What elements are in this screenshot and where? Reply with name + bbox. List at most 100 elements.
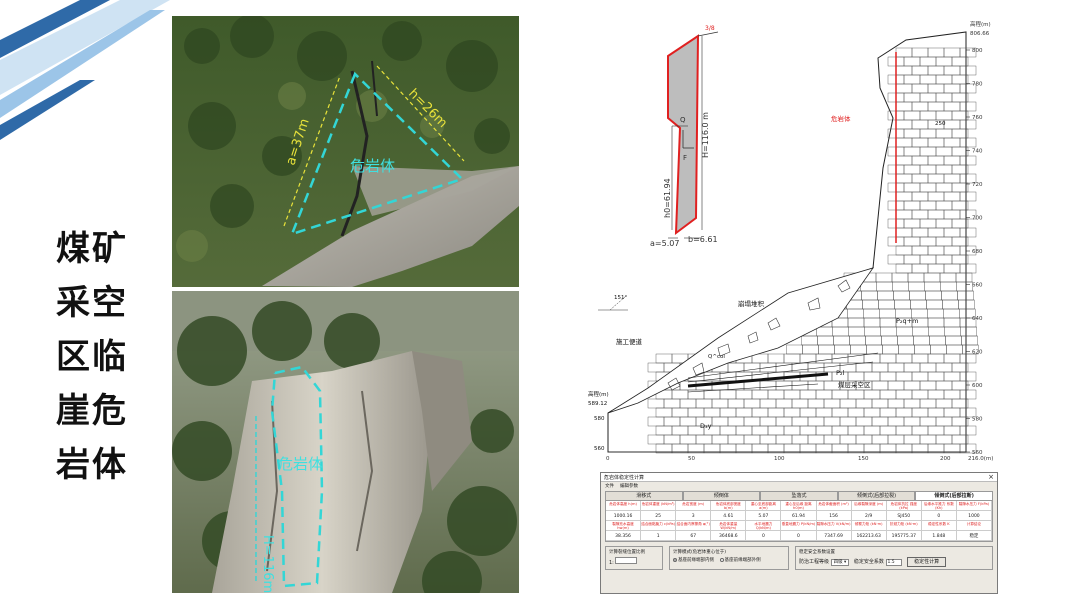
x-tick-150: 150 [858,456,869,462]
grid-value-2-4[interactable]: 0 [746,531,782,541]
grid-header-1-10: 裂隙水压力 F(kPa) [956,501,992,511]
grid-header-2-4: 水平地震力 Q(kN/m) [746,521,782,531]
grid-value-2-6[interactable]: 7347.69 [816,531,852,541]
elev-tick-left-560: 560 [594,446,605,452]
grid-header-1-9: 后缘水平推力 系数(Kh) [921,501,957,511]
grid-value-1-7[interactable]: 2/9 [851,511,887,521]
grid-value-2-2[interactable]: 67 [676,531,712,541]
grid-value-2-7[interactable]: 162213.63 [851,531,887,541]
grid-header-2-0: 裂隙充水高度 hw(m) [606,521,642,531]
menu-file[interactable]: 文件 [605,484,614,489]
elev-title-left: 高程(m) [588,390,609,398]
grid-value-1-10[interactable]: 1000 [956,511,992,521]
elevation-axis-right: 高程(m) 806.66 800780760740720700680660640… [965,20,991,456]
grid-value-1-6[interactable]: 156 [816,511,852,521]
grid-value-1-8[interactable]: SJ450 [886,511,922,521]
grid-header-2-5: 垂直地震力 P(kN/m) [781,521,817,531]
elev-tick-right-560: 560 [972,450,983,456]
menu-edit-params[interactable]: 编辑参数 [620,484,638,489]
grid-header-1-2: 危岩宽度 (m) [676,501,712,511]
elev-top-right: 806.66 [970,31,990,37]
elev-tick-right-640: 640 [972,316,983,322]
photo-aerial-bottom: 危岩体 H=116m [172,291,519,593]
factor-input[interactable]: 1.5 [885,559,902,566]
x-tick-200: 200 [940,456,951,462]
elev-tick-right-680: 680 [972,249,983,255]
factor-label: 稳定安全系数 [853,559,884,565]
grid-row-headers-2: 裂隙充水高度 hw(m)结合面黏聚力 c(kPa)结合面内摩擦角 φ(°)危岩体… [606,521,992,531]
calc-stability-button[interactable]: 稳定性计算 [907,557,947,567]
dialog-tabs: 滑移式 倾倒体 坠落式 倾倒式(后部拉裂) 倾倒式(后部拉断) [605,491,993,500]
elev-tick-right-720: 720 [972,182,983,188]
elev-title-right: 高程(m) [970,20,991,28]
profile-label-top: 3/8 [705,25,715,32]
label-collapse: 崩塌堆积 [738,299,765,308]
elev-tick-left-580: 580 [594,416,605,422]
x-tick-0: 0 [606,456,610,462]
grid-value-2-5[interactable]: 0 [781,531,817,541]
slide-title: 煤矿 采空 区临 崖危 岩体 [56,222,136,492]
grid-value-2-8[interactable]: 195775.37 [886,531,922,541]
grid-value-2-10[interactable]: 稳定 [956,531,992,541]
tab-toppling-crack[interactable]: 倾倒式(后部拉裂) [837,491,916,500]
dialog-menu: 文件 编辑参数 [601,482,997,490]
grid-value-1-5[interactable]: 61.94 [781,511,817,521]
tab-sliding[interactable]: 滑移式 [605,491,683,500]
mode-option-inner[interactable]: 基座前缘端部内侧 [673,557,714,563]
grid-header-1-6: 危岩体截面积 (m²) [816,501,852,511]
title-line-4: 崖危 [56,391,128,431]
tab-toppling-body[interactable]: 倾倒体 [682,491,761,500]
grid-header-1-7: 后缘裂隙深度 (m) [851,501,887,511]
grid-header-2-8: 抗倾力矩 (kN·m) [886,521,922,531]
grid-value-1-1[interactable]: 25 [641,511,677,521]
label-d3y: D₃y [700,422,712,430]
grid-value-1-2[interactable]: 3 [676,511,712,521]
close-icon[interactable]: × [988,472,994,481]
grid-value-2-9[interactable]: 1.848 [921,531,957,541]
geological-cross-section: 3/8 H=116.0 m h0=61.94 Q F a=5.07 b=6.61… [588,20,993,462]
dialog-titlebar: 危岩体稳定性计算 × [601,473,997,482]
stability-profile-sketch: 3/8 H=116.0 m h0=61.94 Q F a=5.07 b=6.61 [650,25,719,248]
tab-toppling-break[interactable]: 倾倒式(后部拉断) [915,491,993,500]
x-tick-100: 100 [774,456,785,462]
grid-value-1-4[interactable]: 5.07 [746,511,782,521]
fracture-ratio-input[interactable] [615,557,638,564]
tab-falling[interactable]: 坠落式 [760,491,838,500]
group-calc-mode: 计算模式(危岩体重心位于) 基座前缘端部内侧 基座前缘端部外侧 [669,546,789,570]
label-road: 施工便道 [616,337,643,346]
grid-header-1-3: 危岩体底部宽度 b(m) [711,501,747,511]
label-danger-mass: 危岩体 [831,114,851,123]
grid-header-1-8: 危岩体抗拉 强度(kPa) [886,501,922,511]
fracture-input-label: 1: [609,560,614,566]
profile-label-f: F [683,154,687,162]
stability-calc-dialog: 危岩体稳定性计算 × 文件 编辑参数 滑移式 倾倒体 坠落式 倾倒式(后部拉裂)… [600,472,998,594]
grid-value-1-0[interactable]: 1000.16 [606,511,642,521]
grid-value-2-1[interactable]: 1 [641,531,677,541]
grid-row-headers-1: 危岩体高度 h(m)危岩体重度 (kN/m³)危岩宽度 (m)危岩体底部宽度 b… [606,501,992,511]
radio-empty-icon [719,558,724,562]
grid-header-1-1: 危岩体重度 (kN/m³) [641,501,677,511]
title-line-1: 煤矿 [56,229,128,269]
grid-header-2-7: 倾覆力矩 (kN·m) [851,521,887,531]
x-tick-50: 50 [688,456,695,462]
grid-header-2-9: 稳定性系数 K [921,521,957,531]
title-line-3: 区临 [56,337,128,377]
label-p2l: P₂l [836,369,845,377]
grid-header-1-4: 重心至底部距离 a(m) [746,501,782,511]
grid-value-2-0[interactable]: 38.356 [606,531,642,541]
elev-tick-right-580: 580 [972,417,983,423]
elev-bottom-left: 589.12 [588,401,607,407]
grid-value-2-3[interactable]: 36468.6 [711,531,747,541]
grade-select[interactable]: 四级 ▾ [830,559,850,566]
profile-label-a: a=5.07 [650,239,679,248]
grid-header-1-0: 危岩体高度 h(m) [606,501,642,511]
mode-option-outer[interactable]: 基座前缘端部外侧 [719,557,761,563]
label-qcol: Q^col [708,354,725,360]
label-danger-mass-bottom: 危岩体 [278,455,323,473]
grid-value-1-3[interactable]: 4.61 [711,511,747,521]
profile-label-h: H=116.0 m [701,112,710,158]
grid-value-1-9[interactable]: 0 [921,511,957,521]
x-axis: 0 50 100 150 200 216.0(m) [606,451,993,462]
title-line-5: 岩体 [56,445,128,485]
